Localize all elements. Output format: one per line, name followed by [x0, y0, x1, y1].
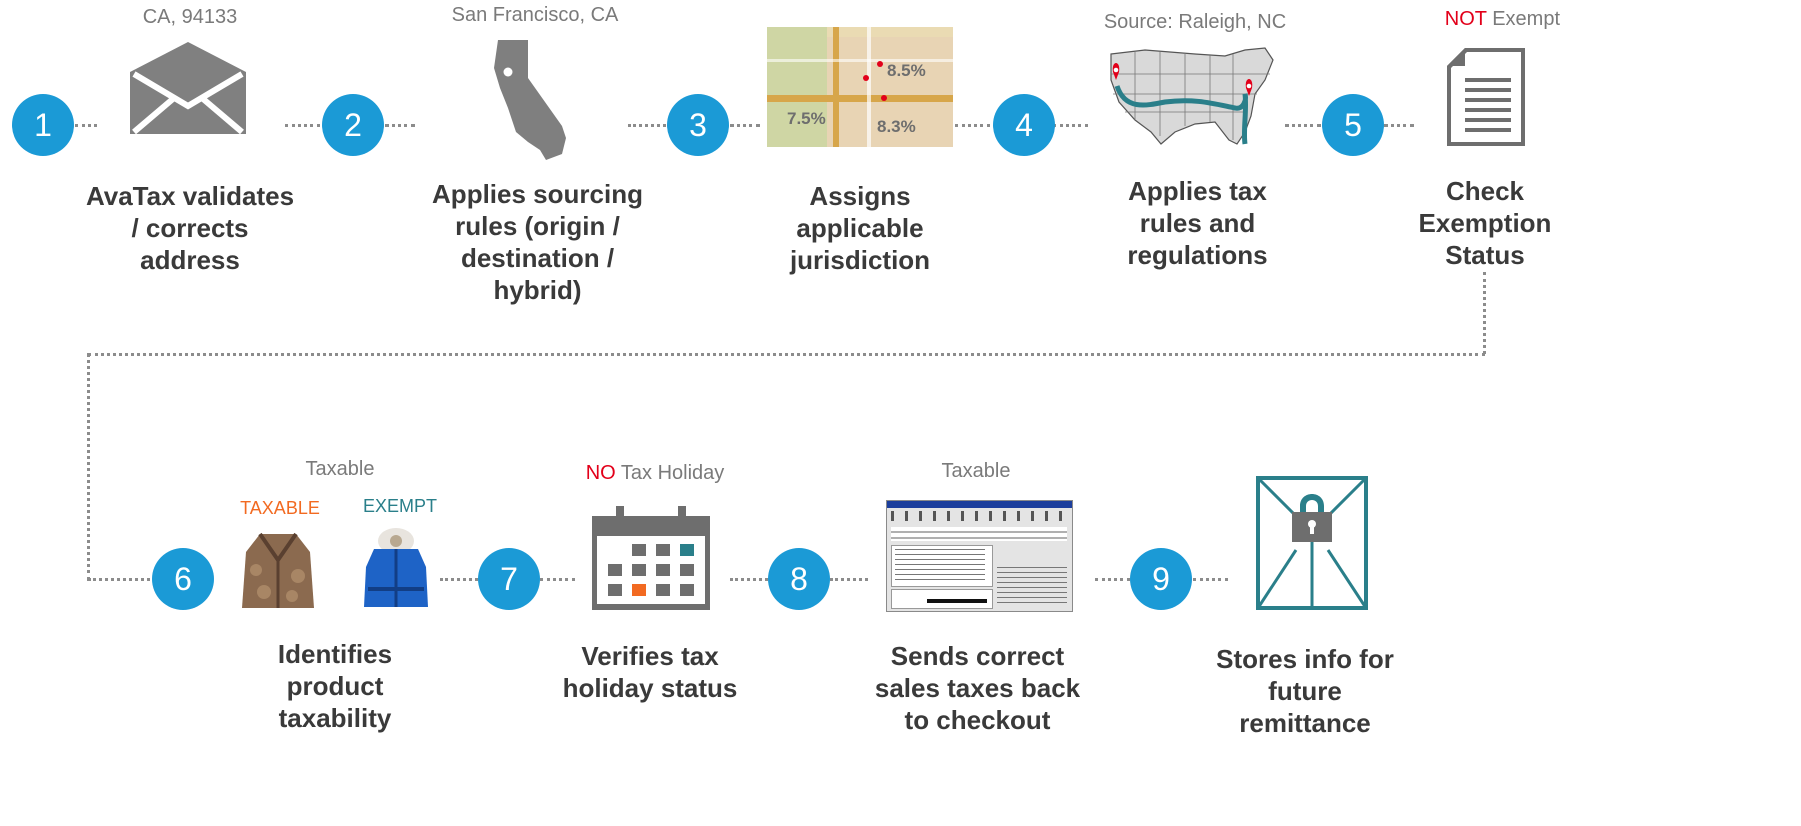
step-3-circle: 3 — [667, 94, 729, 156]
taxable-tag: TAXABLE — [240, 498, 320, 518]
step-8-caption: Taxable — [941, 460, 1011, 482]
step-7-circle: 7 — [478, 548, 540, 610]
connector — [87, 353, 90, 581]
step-5-caption: NOT Exempt — [1420, 8, 1560, 31]
connector — [730, 578, 768, 581]
step-1-caption: CA, 94133 — [142, 6, 238, 28]
connector — [75, 124, 97, 127]
step-8-label: Sends correct sales taxes back to checko… — [874, 641, 1081, 735]
step-7-label: Verifies tax holiday status — [562, 641, 738, 703]
step-2-caption: San Francisco, CA — [451, 4, 619, 26]
map-pin-icon — [863, 75, 869, 81]
step-4-caption: Source: Raleigh, NC — [1103, 11, 1287, 33]
connector — [628, 124, 666, 127]
connector — [88, 578, 150, 581]
connector — [955, 124, 990, 127]
step-5-circle: 5 — [1322, 94, 1384, 156]
step-7-caption-highlight: NO — [585, 462, 616, 484]
connector — [285, 124, 320, 127]
map-road — [867, 27, 871, 147]
map-rate-label: 7.5% — [787, 109, 826, 128]
connector — [1483, 272, 1486, 354]
window-bar — [927, 599, 987, 603]
step-1-label: AvaTax validates / corrects address — [85, 181, 295, 275]
step-4-circle: 4 — [993, 94, 1055, 156]
window-fields — [891, 527, 1067, 541]
usa-route-map — [1110, 47, 1274, 145]
document-icon — [1447, 48, 1525, 146]
step-8-circle: 8 — [768, 548, 830, 610]
tax-software-screenshot — [886, 500, 1073, 612]
map-rate-label: 8.3% — [877, 117, 916, 136]
step-7-caption: NO Tax Holiday — [570, 462, 740, 485]
step-5-caption-highlight: NOT — [1444, 8, 1487, 30]
fur-coat-image — [242, 532, 314, 608]
map-region — [827, 37, 953, 147]
step-6-circle: 6 — [152, 548, 214, 610]
window-toolbar — [891, 511, 1067, 521]
map-rate-label: 8.5% — [887, 61, 926, 80]
step-5-caption-rest: Exempt — [1486, 8, 1560, 30]
calendar-icon — [592, 506, 710, 610]
parka-image — [364, 528, 428, 607]
map-region — [767, 27, 827, 147]
connector — [830, 578, 868, 581]
connector — [1095, 578, 1130, 581]
exempt-tag: EXEMPT — [362, 496, 437, 516]
step-7-caption-rest: Tax Holiday — [615, 462, 725, 484]
step-2-label: Applies sourcing rules (origin / destina… — [432, 179, 643, 305]
map-road — [767, 95, 953, 102]
connector — [1285, 124, 1321, 127]
locked-envelope-icon — [1256, 476, 1368, 610]
step-6-label: Identifies product taxability — [277, 639, 393, 733]
connector — [1193, 578, 1228, 581]
window-text — [895, 549, 985, 581]
step-6-caption: Taxable — [305, 458, 375, 480]
envelope-icon — [130, 42, 246, 134]
map-pin-icon — [881, 95, 887, 101]
step-1-circle: 1 — [12, 94, 74, 156]
connector — [730, 124, 760, 127]
step-9-label: Stores info for future remittance — [1216, 644, 1394, 738]
connector — [440, 578, 478, 581]
step-9-circle: 9 — [1130, 548, 1192, 610]
step-4-label: Applies tax rules and regulations — [1127, 176, 1268, 270]
jurisdiction-map-image: 8.5% 7.5% 8.3% — [767, 27, 953, 147]
connector — [1384, 124, 1414, 127]
map-road — [833, 27, 839, 147]
connector — [385, 124, 415, 127]
window-titlebar — [887, 501, 1072, 508]
map-road — [767, 59, 953, 62]
map-pin-icon — [877, 61, 883, 67]
step-3-label: Assigns applicable jurisdiction — [789, 181, 931, 275]
connector — [88, 353, 1485, 356]
step-5-label: Check Exemption Status — [1418, 176, 1552, 270]
window-notes — [997, 567, 1067, 607]
connector — [1053, 124, 1088, 127]
california-icon — [494, 40, 566, 160]
connector — [540, 578, 575, 581]
step-2-circle: 2 — [322, 94, 384, 156]
